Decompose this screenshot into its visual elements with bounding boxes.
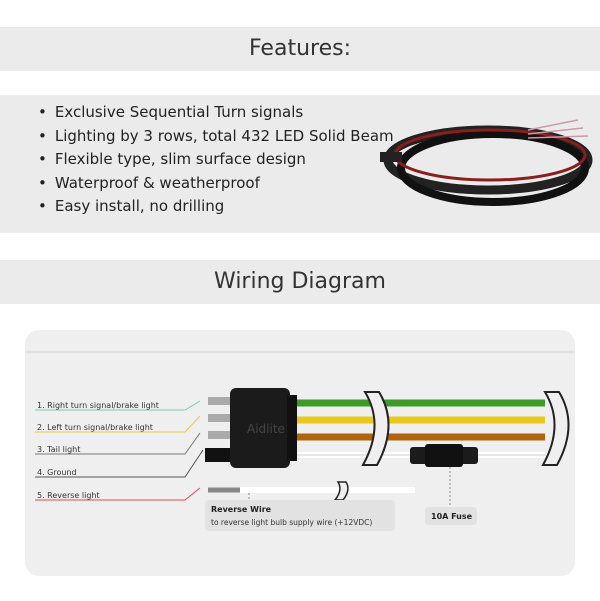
fuse-callout [425, 507, 477, 525]
feature-item: Easy install, no drilling [38, 195, 394, 219]
features-panel: Exclusive Sequential Turn signals Lighti… [0, 95, 600, 233]
feature-item: Lighting by 3 rows, total 432 LED Solid … [38, 125, 394, 149]
feature-item: Flexible type, slim surface design [38, 148, 394, 172]
feature-item: Exclusive Sequential Turn signals [38, 101, 394, 125]
led-strip-image [380, 119, 593, 206]
reverse-wire-callout [205, 500, 395, 531]
wiring-heading: Wiring Diagram [0, 260, 600, 304]
label-right-turn: 1. Right turn signal/brake light [37, 401, 159, 410]
plug-connector: Aidlite [205, 388, 297, 468]
watermark: Aidlite [247, 422, 285, 436]
wire-break [361, 391, 390, 466]
fuse-holder [410, 444, 478, 467]
wire-break [541, 391, 570, 466]
features-heading: Features: [0, 27, 600, 71]
label-reverse-light: 5. Reverse light [37, 491, 100, 500]
wiring-diagram-panel: Aidlite 1. Right turn signal/brake light… [25, 330, 575, 576]
label-ground: 4. Ground [37, 468, 77, 477]
features-list: Exclusive Sequential Turn signals Lighti… [38, 101, 394, 219]
wiring-diagram: Aidlite 1. Right turn signal/brake light… [25, 351, 575, 531]
reverse-wire-desc: to reverse light bulb supply wire (+12VD… [211, 518, 372, 527]
reverse-wire-title: Reverse Wire [211, 505, 272, 514]
feature-item: Waterproof & weatherproof [38, 172, 394, 196]
label-tail-light: 3. Tail light [37, 445, 80, 454]
fuse-label: 10A Fuse [431, 512, 473, 521]
label-left-turn: 2. Left turn signal/brake light [37, 423, 153, 432]
